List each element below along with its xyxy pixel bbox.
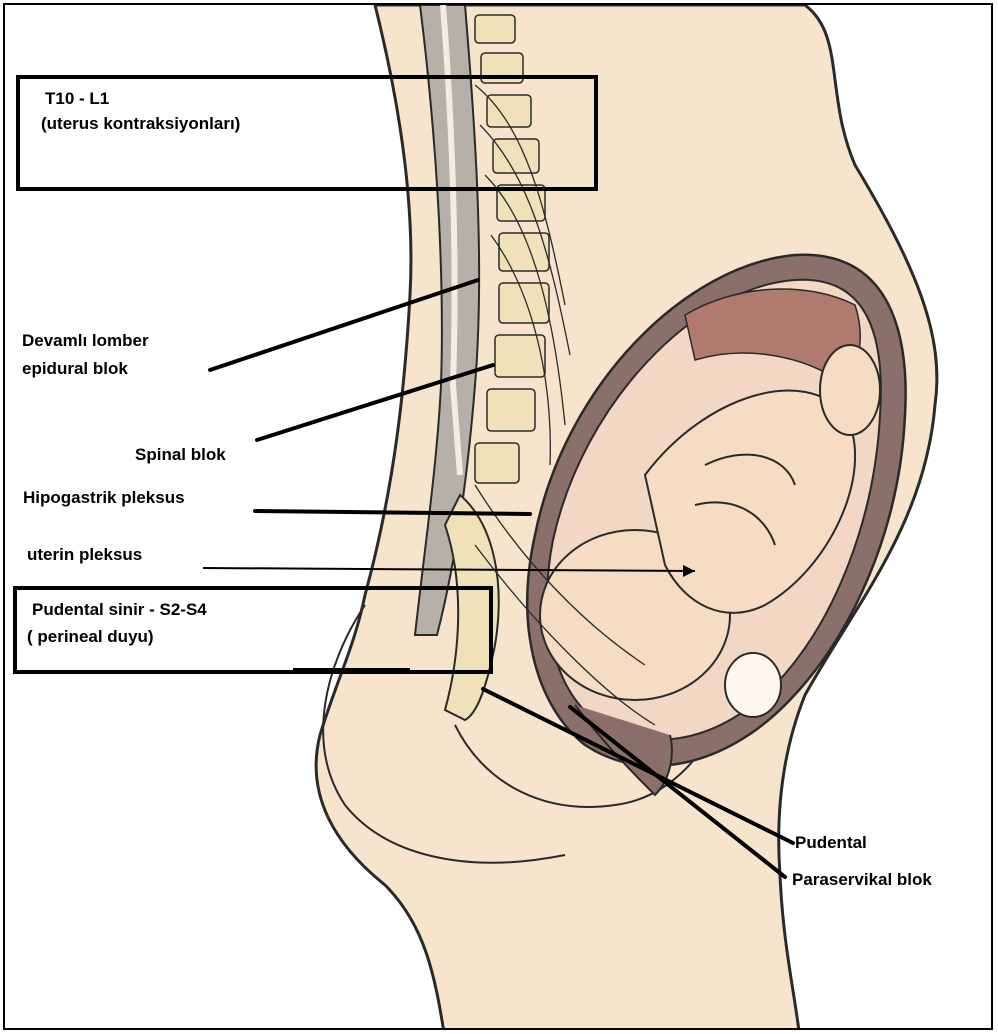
label-spinal-block: Spinal blok bbox=[135, 443, 226, 467]
label-paracervical-block: Paraservikal blok bbox=[792, 868, 932, 892]
label-hypogastric-plexus: Hipogastrik pleksus bbox=[23, 486, 185, 510]
label-pudendal: Pudental bbox=[795, 831, 867, 855]
label-pudendal-nerve: Pudental sinir - S2-S4 bbox=[32, 598, 207, 622]
label-uterine-plexus: uterin pleksus bbox=[27, 543, 142, 567]
label-epidural-line2: epidural blok bbox=[22, 357, 128, 381]
label-epidural-line1: Devamlı lomber bbox=[22, 329, 149, 353]
bladder bbox=[725, 653, 781, 717]
label-uterus-contractions: (uterus kontraksiyonları) bbox=[41, 112, 240, 136]
label-t10-l1: T10 - L1 bbox=[45, 87, 109, 111]
diagram-frame: T10 - L1 (uterus kontraksiyonları) Devam… bbox=[3, 3, 993, 1030]
label-perineal-sensation: ( perineal duyu) bbox=[27, 625, 154, 649]
